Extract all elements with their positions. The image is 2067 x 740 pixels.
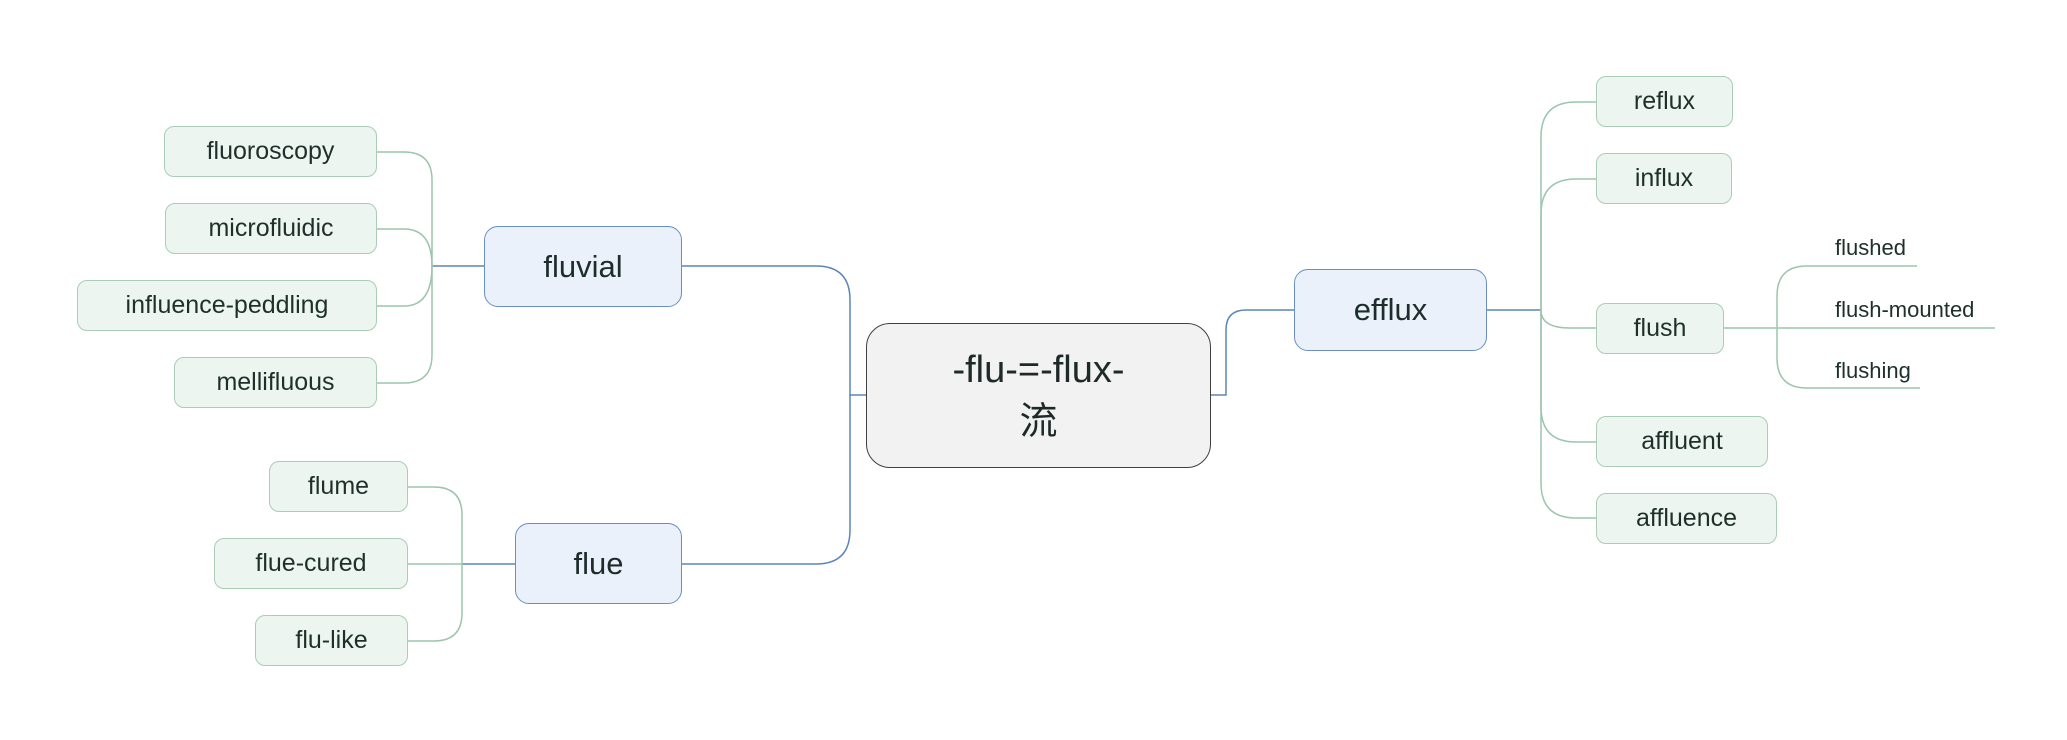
node-mellifluous[interactable]: mellifluous [174, 357, 377, 408]
node-fluvial[interactable]: fluvial [484, 226, 682, 307]
node-flue[interactable]: flue [515, 523, 682, 604]
node-affluence[interactable]: affluence [1596, 493, 1777, 544]
topic-flush-mounted[interactable]: flush-mounted [1835, 297, 1975, 322]
node-efflux[interactable]: efflux [1294, 269, 1487, 351]
node-influence-peddling[interactable]: influence-peddling [77, 280, 377, 331]
link-flush-flushed [1776, 265, 1917, 328]
link-fluvial-fluoroscopy [377, 151, 433, 266]
node-fluoroscopy[interactable]: fluoroscopy [164, 126, 377, 177]
node-influx[interactable]: influx [1596, 153, 1732, 204]
node-flume[interactable]: flume [269, 461, 408, 512]
link-flue-flume [408, 486, 463, 564]
node-flue-cured[interactable]: flue-cured [214, 538, 408, 589]
link-fluvial-microfluidic [377, 228, 433, 267]
root-line-2: 流 [1019, 400, 1058, 443]
link-fluvial-mellifluous [377, 266, 433, 384]
node-reflux[interactable]: reflux [1596, 76, 1733, 127]
root-node[interactable]: -flu-=-flux- 流 [866, 323, 1211, 468]
link-root-flue [682, 395, 851, 565]
node-flu-like[interactable]: flu-like [255, 615, 408, 666]
link-efflux-influx [1540, 178, 1596, 310]
link-flush-flushing [1776, 328, 1920, 389]
node-microfluidic[interactable]: microfluidic [165, 203, 377, 254]
node-flush[interactable]: flush [1596, 303, 1724, 354]
link-root-efflux [1211, 309, 1294, 396]
link-efflux-flush [1540, 309, 1596, 329]
link-flue-flulike [408, 564, 463, 642]
link-efflux-affluence [1540, 310, 1596, 519]
node-affluent[interactable]: affluent [1596, 416, 1768, 467]
topic-flushing[interactable]: flushing [1835, 358, 1911, 383]
topic-flushed[interactable]: flushed [1835, 235, 1906, 260]
link-efflux-affluent [1540, 310, 1596, 443]
link-fluvial-influence [377, 265, 433, 307]
link-root-fluvial [682, 265, 866, 396]
root-line-1: -flu-=-flux- [952, 348, 1125, 391]
link-efflux-reflux [1540, 101, 1596, 310]
